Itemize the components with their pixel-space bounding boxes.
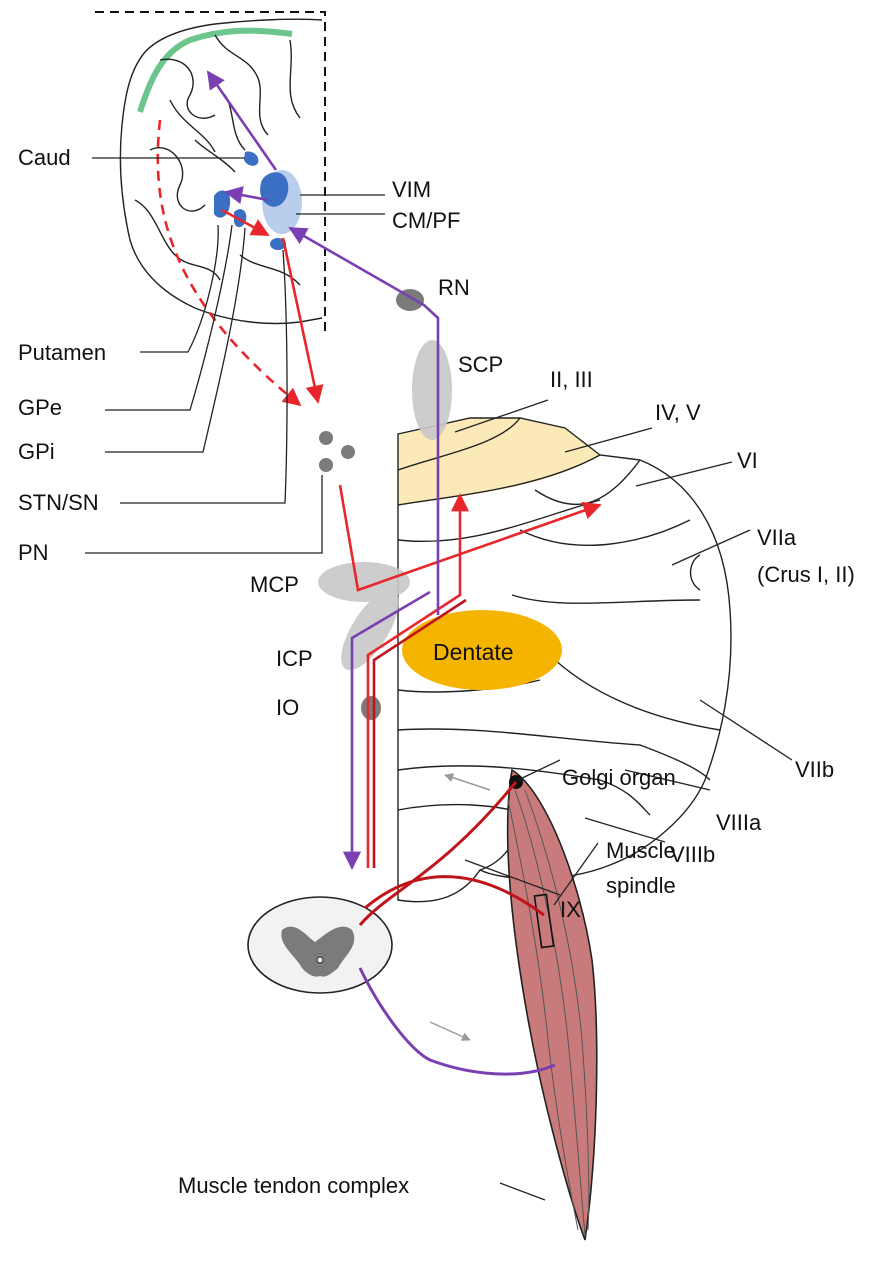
label-muscle: Muscle: [606, 838, 676, 863]
label-io: IO: [276, 695, 299, 720]
label-scp: SCP: [458, 352, 503, 377]
inferior-olive: [361, 696, 381, 720]
thalamus-to-cortex: [208, 72, 276, 170]
spinal-cord-section: [248, 897, 392, 993]
label-golgi-organ: Golgi organ: [562, 765, 676, 790]
muscle-tendon-complex: [508, 770, 597, 1240]
pontine-nucleus-c: [319, 458, 333, 472]
caudate-nucleus: [244, 152, 258, 166]
scp-peduncle: [412, 340, 452, 440]
label-lobule-viiib: VIIIb: [670, 842, 715, 867]
label-lobule-ii-iii: II, III: [550, 367, 593, 392]
label-lobule-viia: VIIa: [757, 525, 797, 550]
label-icp: ICP: [276, 646, 313, 671]
cortex-green-band: [140, 31, 292, 112]
red-pathways: [158, 120, 600, 868]
label-gpi: GPi: [18, 439, 55, 464]
cortex-to-pontine-dashed: [158, 120, 300, 405]
efferent-direction-arrow: [430, 1022, 470, 1040]
dentate-rn-thalamus: [290, 228, 438, 615]
label-stn-sn: STN/SN: [18, 490, 99, 515]
basal-ganglia-nuclei: [214, 152, 288, 250]
label-vim: VIM: [392, 177, 431, 202]
label-lobule-iv-v: IV, V: [655, 400, 701, 425]
label-pn: PN: [18, 540, 49, 565]
pontine-nucleus-a: [319, 431, 333, 445]
label-caud: Caud: [18, 145, 71, 170]
label-lobule-vi: VI: [737, 448, 758, 473]
label-crus: (Crus I, II): [757, 562, 855, 587]
label-spindle: spindle: [606, 873, 676, 898]
label-lobule-viib: VIIb: [795, 757, 834, 782]
label-lobule-viiia: VIIIa: [716, 810, 762, 835]
label-muscle-tendon-complex: Muscle tendon complex: [178, 1173, 409, 1198]
label-gpe: GPe: [18, 395, 62, 420]
label-putamen: Putamen: [18, 340, 106, 365]
afferent-direction-arrow: [445, 775, 490, 790]
label-dentate: Dentate: [433, 639, 514, 665]
label-rn: RN: [438, 275, 470, 300]
label-lobule-ix: IX: [560, 897, 581, 922]
muscle-belly: [508, 770, 597, 1240]
label-mcp: MCP: [250, 572, 299, 597]
afferent-golgi: [360, 782, 516, 925]
brain-coronal-section: [95, 12, 325, 335]
label-cm-pf: CM/PF: [392, 208, 460, 233]
pontine-nucleus-b: [341, 445, 355, 459]
